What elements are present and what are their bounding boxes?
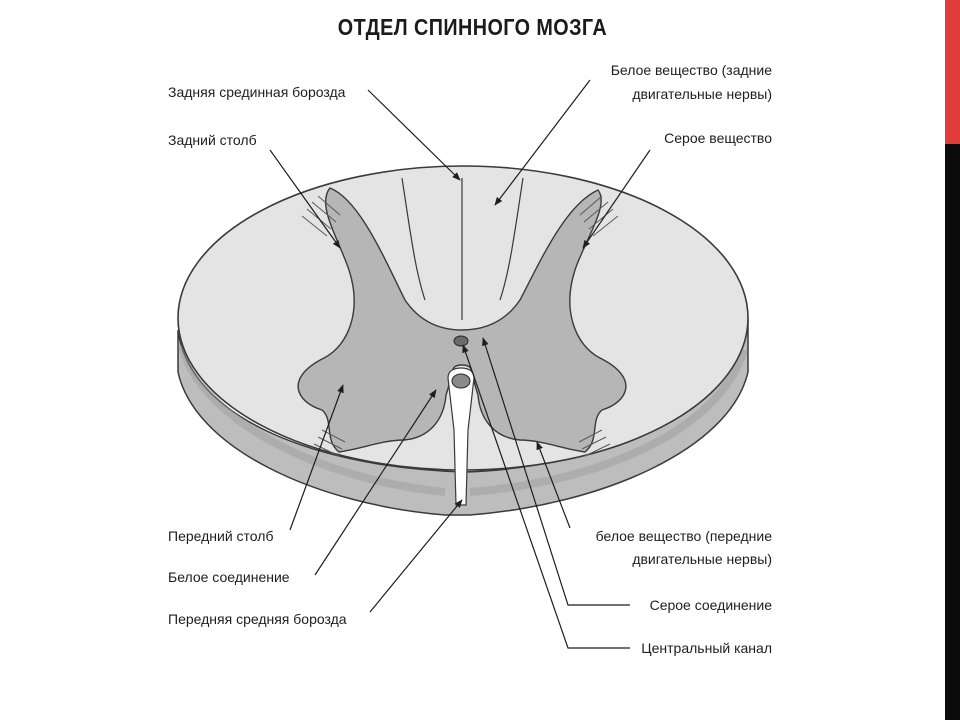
nerve-roots — [301, 195, 619, 457]
label-white-matter-posterior-1: Белое вещество (задние — [611, 62, 772, 78]
accent-bar-black — [945, 144, 960, 720]
label-white-commissure: Белое соединение — [168, 569, 290, 585]
label-gray-matter: Серое вещество — [664, 130, 772, 146]
cord-side-wall — [177, 317, 749, 516]
posterior-funiculus-lines — [401, 177, 524, 320]
accent-bar-red — [945, 0, 960, 144]
arrow-white-matter-posterior — [494, 79, 591, 206]
page-title: ОТДЕЛ СПИННОГО МОЗГА — [337, 14, 608, 40]
central-canal — [453, 335, 469, 347]
arrow-posterior-median-sulcus — [367, 89, 461, 181]
label-anterior-column: Передний столб — [168, 528, 273, 544]
arrow-posterior-column — [269, 149, 341, 249]
anterior-median-fissure — [447, 367, 475, 506]
fissure-top — [451, 373, 471, 389]
label-white-matter-anterior-2: двигательные нервы) — [632, 551, 772, 567]
arrow-central-canal — [462, 344, 630, 649]
arrow-gray-matter — [582, 149, 651, 249]
label-anterior-median-fissure: Передняя средняя борозда — [168, 611, 347, 627]
arrow-white-commissure — [314, 389, 437, 576]
label-gray-commissure: Серое соединение — [650, 597, 773, 613]
arrow-anterior-median-fissure — [369, 499, 463, 613]
arrow-anterior-column — [289, 384, 344, 531]
label-posterior-median-sulcus: Задняя срединная борозда — [168, 84, 346, 100]
label-central-canal: Центральный канал — [641, 640, 772, 656]
label-white-matter-posterior-2: двигательные нервы) — [632, 86, 772, 102]
label-posterior-column: Задний столб — [168, 132, 257, 148]
label-white-matter-anterior-1: белое вещество (передние — [596, 528, 773, 544]
arrow-white-matter-anterior — [536, 441, 571, 529]
cord-side-shading — [178, 344, 748, 496]
arrow-gray-commissure — [482, 337, 630, 606]
